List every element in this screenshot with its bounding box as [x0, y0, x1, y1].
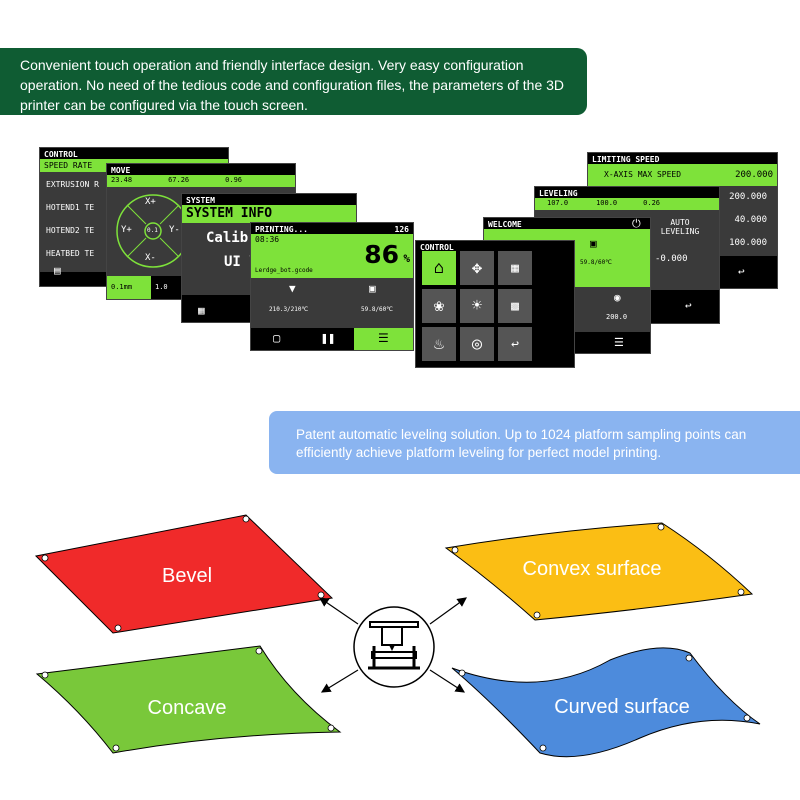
ui-item[interactable]: UI l: [224, 254, 258, 270]
z-height: 200.0: [606, 313, 628, 321]
x-coordinate: 23.48: [111, 176, 133, 184]
arrow-to-curved: [429, 669, 466, 693]
x-plus-button[interactable]: X+: [145, 197, 156, 207]
z-coordinate: 0.96: [225, 176, 243, 184]
y-plus-button[interactable]: Y+: [121, 225, 132, 235]
auto-leveling-button[interactable]: Auto leveling: [660, 218, 700, 236]
system-info-item[interactable]: System info: [182, 205, 356, 223]
exit-button[interactable]: ↩: [498, 327, 532, 361]
control-grid-screen: Control ⌂ ✥ ▦ ❀ ☀ ▩ ♨ ◎ ↩: [415, 240, 575, 368]
bed-icon: ▣: [369, 282, 376, 295]
move-button[interactable]: ✥: [460, 251, 494, 285]
screen-title: Move: [107, 164, 295, 175]
percent-sign: %: [403, 252, 410, 265]
light-button[interactable]: ☀: [460, 289, 494, 323]
pause-button[interactable]: ❚❚: [320, 331, 336, 345]
y-max-speed-value[interactable]: 200.000: [729, 192, 767, 202]
convex-label: Convex surface: [523, 558, 662, 580]
y-minus-button[interactable]: Y-: [169, 225, 180, 235]
bed-temp: 59.8/60℃: [580, 259, 613, 266]
layer-count: 126: [394, 225, 409, 234]
stop-button[interactable]: ▢: [273, 331, 281, 345]
printing-screen: Printing... 126 08:36 86 % Lerdge_bot.gc…: [250, 222, 414, 351]
hotend-temp: 210.3/210℃: [269, 306, 309, 313]
leveling-description-banner: Patent automatic leveling solution. Up t…: [269, 411, 800, 474]
curved-plate: [451, 647, 761, 758]
top-description-banner: Convenient touch operation and friendly …: [0, 48, 587, 115]
x-minus-button[interactable]: X-: [145, 253, 156, 263]
x-coordinate: 107.0: [547, 199, 569, 207]
control-row-heatbed[interactable]: Heatbed te: [46, 249, 95, 258]
x-max-speed-value[interactable]: 200.000: [735, 170, 773, 180]
curved-label: Curved surface: [554, 696, 690, 718]
filament-button[interactable]: ◎: [460, 327, 494, 361]
document-icon[interactable]: ▤: [54, 264, 61, 277]
step-1mm-button[interactable]: 1.0: [155, 283, 168, 291]
file-name: Lerdge_bot.gcode: [255, 267, 313, 274]
arrow-to-concave: [320, 669, 359, 693]
printer-button[interactable]: ▩: [498, 289, 532, 323]
control-row-extrusion[interactable]: Extrusion r: [46, 180, 99, 189]
printer-icon: [353, 606, 435, 688]
step-0-1mm-button[interactable]: 0.1mm: [107, 276, 151, 299]
calibration-item[interactable]: Calib: [206, 230, 249, 246]
screen-title: Control: [416, 241, 574, 252]
arrow-to-convex: [429, 597, 467, 625]
hotend-icon: ▼: [289, 282, 296, 295]
adjust-button[interactable]: ☰: [353, 328, 413, 350]
y-coordinate: 67.26: [168, 176, 190, 184]
control-row-hotend1[interactable]: Hotend1 te: [46, 203, 95, 212]
x-max-speed-label: X-axis max speed: [604, 170, 682, 179]
screen-title: Welcome: [484, 218, 650, 229]
step-center: 0.1: [147, 227, 158, 234]
bed-temp: 59.8/60℃: [361, 306, 394, 313]
back-icon[interactable]: ↩: [685, 299, 692, 312]
screen-title: Leveling: [535, 187, 719, 198]
leveling-description-text: Patent automatic leveling solution. Up t…: [296, 427, 747, 460]
control-row-hotend2[interactable]: Hotend2 te: [46, 226, 95, 235]
location-icon: ◉: [614, 291, 621, 304]
print-time: 08:36: [255, 235, 280, 244]
y-coordinate: 100.0: [596, 199, 618, 207]
concave-plate: [35, 645, 342, 754]
top-description-text: Convenient touch operation and friendly …: [20, 57, 565, 113]
print-percent: 86: [364, 240, 399, 269]
screen-title: Limiting speed: [588, 153, 777, 164]
concave-label: Concave: [148, 697, 227, 719]
surface-diagram: Bevel Convex surface Concave Curved surf…: [34, 514, 761, 758]
bevel-plate: [34, 514, 334, 634]
back-icon[interactable]: ↩: [738, 265, 745, 278]
screen-title: Control: [40, 148, 228, 159]
adjust-icon[interactable]: ☰: [614, 336, 624, 349]
z-coordinate: 0.26: [643, 199, 661, 207]
power-icon[interactable]: ⏻: [632, 217, 641, 230]
bed-icon: ▣: [590, 237, 597, 250]
screen-title: Printing...: [255, 225, 308, 234]
home-button[interactable]: ⌂: [422, 251, 456, 285]
language-icon[interactable]: ▦: [198, 304, 205, 317]
arrow-to-bevel: [319, 597, 359, 625]
z-max-speed-value[interactable]: 40.000: [734, 215, 767, 225]
z-offset-value[interactable]: -0.000: [655, 254, 688, 264]
convex-plate: [444, 522, 754, 621]
extruder-button[interactable]: ▦: [498, 251, 532, 285]
heat-button[interactable]: ♨: [422, 327, 456, 361]
fan-button[interactable]: ❀: [422, 289, 456, 323]
bevel-label: Bevel: [162, 565, 212, 587]
screen-title: System: [182, 194, 356, 205]
e-max-speed-value[interactable]: 100.000: [729, 238, 767, 248]
